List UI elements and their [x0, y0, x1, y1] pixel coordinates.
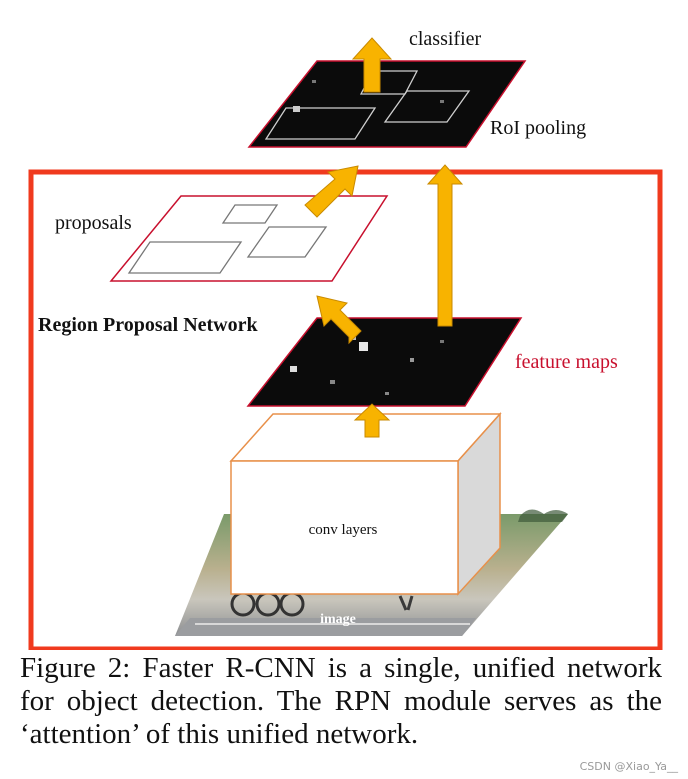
- proposals-plane: [109, 195, 389, 282]
- roi-pooling-plane: [247, 60, 527, 148]
- arrow-roi-to-classifier: [351, 37, 393, 93]
- faster-rcnn-diagram: conv layers image feature maps Region Pr…: [28, 28, 663, 650]
- conv-layers-box: [229, 412, 502, 596]
- roi-pooling-label: RoI pooling: [490, 117, 586, 139]
- watermark: CSDN @Xiao_Ya__: [579, 760, 678, 773]
- feature-maps-label: feature maps: [515, 351, 618, 373]
- arrow-proposals-to-roi: [304, 165, 359, 218]
- conv-layers-label: conv layers: [309, 522, 378, 538]
- figure-caption: Figure 2: Faster R-CNN is a single, unif…: [20, 652, 662, 750]
- classifier-label: classifier: [409, 28, 482, 50]
- arrow-feature-maps-to-proposals: [316, 295, 362, 345]
- image-label: image: [320, 612, 356, 627]
- arrow-conv-to-feature-maps: [353, 403, 391, 438]
- rpn-label: Region Proposal Network: [38, 314, 258, 336]
- feature-map-plane: [246, 317, 523, 407]
- proposals-label: proposals: [55, 212, 132, 234]
- arrow-feature-maps-to-roi: [426, 164, 464, 327]
